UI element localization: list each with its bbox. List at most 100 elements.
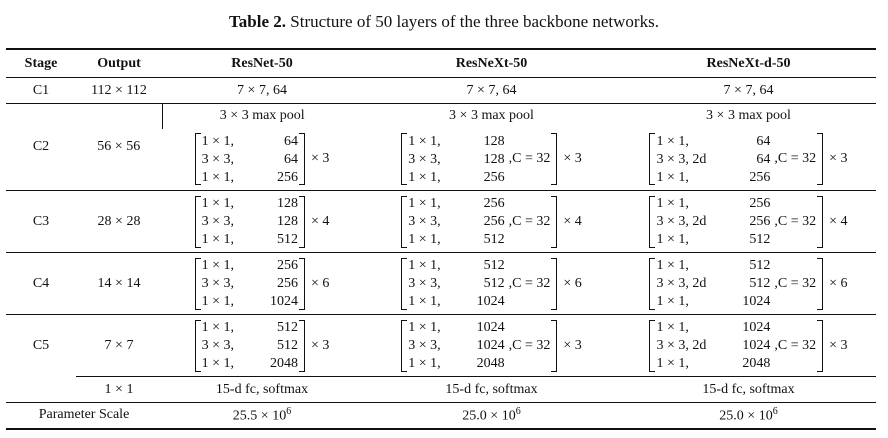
channel-count: 1024 xyxy=(476,320,505,335)
channel-count: 64 xyxy=(284,133,298,149)
kernel-size: 3 × 3, xyxy=(201,276,234,291)
kernel-size: 3 × 3, xyxy=(201,151,234,167)
cardinality: ,C = 32 xyxy=(508,213,551,229)
resnext-cell: 15-d fc, softmax xyxy=(362,376,621,403)
kernel-size: 1 × 1, xyxy=(201,196,234,211)
kernel-size: 1 × 1, xyxy=(201,294,234,309)
table-caption-text: Structure of 50 layers of the three back… xyxy=(290,12,659,31)
cardinality: ,C = 32 xyxy=(774,151,817,167)
kernel-size: 1 × 1, xyxy=(408,356,441,371)
channel-count: 2048 xyxy=(476,356,505,371)
resnextd-cell: 7 × 7, 64 xyxy=(723,82,774,98)
stage-cell: C2 xyxy=(6,103,76,191)
pool-cell: 3 × 3 max pool xyxy=(621,103,876,129)
kernel-size: 3 × 3, 2d xyxy=(656,151,707,167)
channel-count: 256 xyxy=(277,169,298,185)
channel-count: 64 xyxy=(756,151,771,167)
kernel-size: 3 × 3, xyxy=(408,214,441,229)
param-value: 25.0 × 10 xyxy=(719,408,773,424)
repeat-count: × 4 xyxy=(311,213,330,229)
kernel-size: 1 × 1, xyxy=(408,196,441,211)
header-row: Stage Output ResNet-50 ResNeXt-50 ResNeX… xyxy=(6,49,876,78)
repeat-count: × 6 xyxy=(829,275,848,291)
kernel-size: 3 × 3, 2d xyxy=(656,338,707,353)
repeat-count: × 3 xyxy=(829,151,848,167)
channel-count: 256 xyxy=(483,214,505,229)
channel-count: 1024 xyxy=(742,294,771,309)
repeat-count: × 4 xyxy=(829,213,848,229)
channel-count: 512 xyxy=(749,276,771,291)
cardinality: ,C = 32 xyxy=(508,337,551,353)
param-exponent: 6 xyxy=(515,405,521,417)
channel-count: 256 xyxy=(749,169,771,185)
kernel-size: 1 × 1, xyxy=(408,258,441,273)
channel-count: 512 xyxy=(483,276,505,291)
channel-count: 512 xyxy=(277,320,298,335)
repeat-count: × 3 xyxy=(311,151,330,167)
header-resnet: ResNet-50 xyxy=(231,55,293,71)
channel-count: 512 xyxy=(749,258,771,273)
kernel-size: 1 × 1, xyxy=(408,169,441,185)
resnext-param-cell: 25.0 × 106 xyxy=(362,402,621,430)
channel-count: 1024 xyxy=(270,294,298,309)
kernel-size: 1 × 1, xyxy=(201,320,234,335)
channel-count: 1024 xyxy=(476,294,505,309)
output-cell: 7 × 7 xyxy=(76,314,162,377)
pool-cell: 3 × 3 max pool xyxy=(362,103,621,129)
channel-count: 128 xyxy=(277,214,298,229)
kernel-size: 1 × 1, xyxy=(656,258,689,273)
kernel-size: 1 × 1, xyxy=(408,320,441,335)
table-caption-label: Table 2. xyxy=(229,12,287,31)
header-stage: Stage xyxy=(24,55,58,71)
param-exponent: 6 xyxy=(772,405,778,417)
channel-count: 128 xyxy=(483,133,505,149)
param-value: 25.5 × 10 xyxy=(232,408,287,424)
header-resnext: ResNeXt-50 xyxy=(455,55,528,71)
channel-count: 64 xyxy=(756,133,771,149)
kernel-size: 1 × 1, xyxy=(201,356,234,371)
channel-count: 1024 xyxy=(742,338,771,353)
stage-cell: C3 xyxy=(6,190,76,253)
cardinality: ,C = 32 xyxy=(508,275,551,291)
repeat-count: × 3 xyxy=(829,337,848,353)
channel-count: 512 xyxy=(277,232,298,247)
backbone-structure-table: Stage Output ResNet-50 ResNeXt-50 ResNeX… xyxy=(6,48,876,430)
header-output: Output xyxy=(97,55,141,71)
channel-count: 256 xyxy=(277,276,298,291)
channel-count: 256 xyxy=(277,258,298,273)
kernel-size: 1 × 1, xyxy=(656,294,689,309)
kernel-size: 1 × 1, xyxy=(408,294,441,309)
channel-count: 128 xyxy=(483,151,505,167)
channel-count: 256 xyxy=(749,214,771,229)
repeat-count: × 3 xyxy=(563,337,582,353)
